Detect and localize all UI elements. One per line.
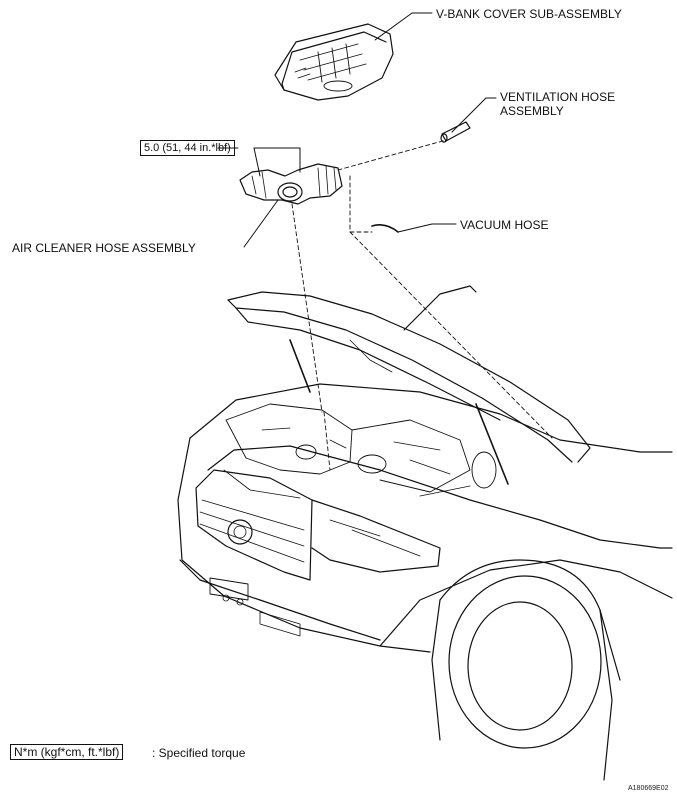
label-air-cleaner-hose: AIR CLEANER HOSE ASSEMBLY bbox=[12, 241, 196, 255]
label-vacuum-hose: VACUUM HOSE bbox=[460, 218, 549, 232]
label-ventilation-hose-line1: VENTILATION HOSE bbox=[500, 90, 616, 104]
dashed-guides bbox=[291, 139, 553, 471]
label-v-bank-cover: V-BANK COVER SUB-ASSEMBLY bbox=[436, 7, 622, 21]
torque-spec-box: 5.0 (51, 44 in.*lbf) bbox=[140, 140, 235, 156]
ventilation-hose-drawing bbox=[440, 121, 471, 143]
callout-lines bbox=[217, 12, 497, 248]
vacuum-hose-drawing bbox=[371, 224, 399, 233]
vehicle-hood bbox=[227, 285, 591, 485]
legend-description: : Specified torque bbox=[152, 746, 246, 760]
v-bank-cover-drawing bbox=[274, 23, 394, 101]
vehicle-body bbox=[177, 383, 673, 781]
legend-unit-box: N*m (kgf*cm, ft.*lbf) bbox=[10, 744, 124, 760]
figure-id: A180669E02 bbox=[628, 785, 669, 792]
label-ventilation-hose-line2: ASSEMBLY bbox=[500, 104, 564, 118]
air-cleaner-hose-drawing bbox=[239, 163, 343, 205]
